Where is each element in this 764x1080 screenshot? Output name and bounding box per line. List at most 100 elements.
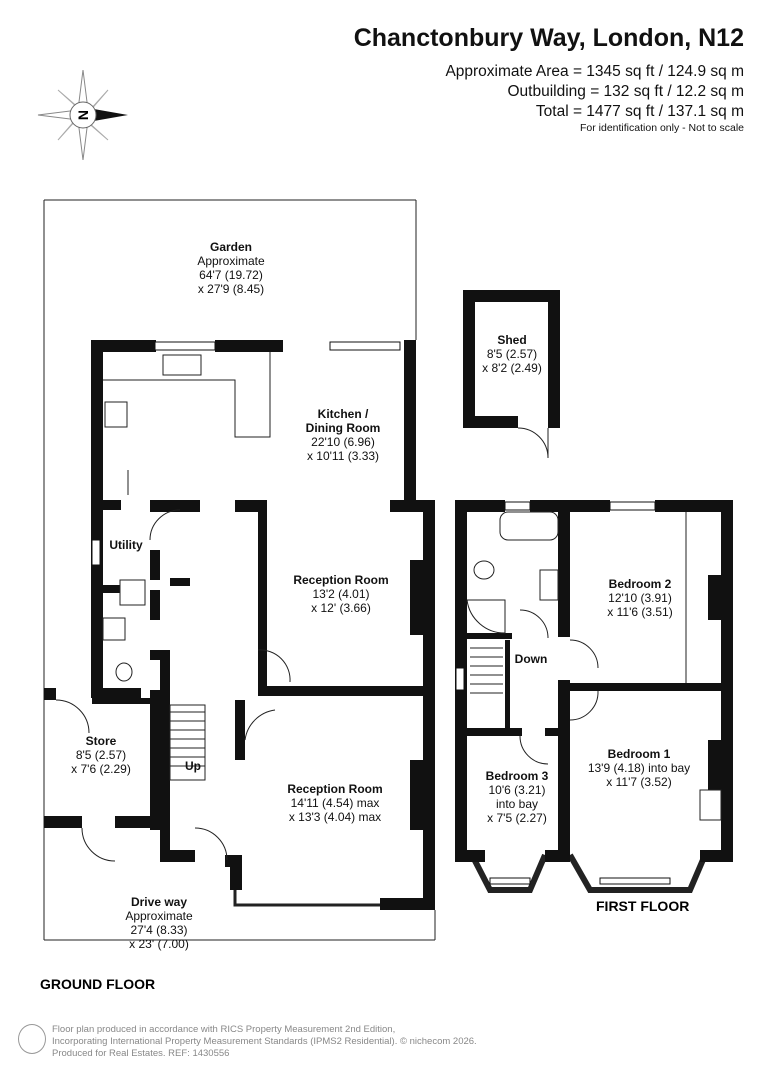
bedroom-1-label: Bedroom 1 13'9 (4.18) into bay x 11'7 (3… <box>588 747 690 789</box>
wall <box>655 500 733 512</box>
wall <box>708 740 721 805</box>
svg-text:Approximate: Approximate <box>125 909 193 923</box>
svg-text:13'2 (4.01): 13'2 (4.01) <box>313 587 370 601</box>
fixtures <box>102 352 722 821</box>
svg-text:x 23' (7.00): x 23' (7.00) <box>129 937 189 951</box>
svg-text:x 11'7 (3.52): x 11'7 (3.52) <box>606 775 671 789</box>
wall <box>410 560 423 635</box>
garden-label: Garden Approximate 64'7 (19.72) x 27'9 (… <box>197 240 265 296</box>
kitchen-counter <box>103 352 271 438</box>
wall <box>423 500 435 910</box>
windows <box>91 341 671 885</box>
footer-line-1: Floor plan produced in accordance with R… <box>52 1024 396 1035</box>
footer: Floor plan produced in accordance with R… <box>52 1024 477 1060</box>
window <box>329 341 401 351</box>
wall <box>463 290 475 428</box>
first-floor-label: FIRST FLOOR <box>596 898 689 914</box>
window <box>91 539 101 566</box>
bath <box>499 511 559 541</box>
svg-text:Dining Room: Dining Room <box>306 421 381 435</box>
bedroom-3-label: Bedroom 3 10'6 (3.21) into bay x 7'5 (2.… <box>486 769 549 825</box>
wall <box>91 688 141 698</box>
wall <box>570 683 721 691</box>
window <box>599 877 671 885</box>
area-summary: Approximate Area = 1345 sq ft / 124.9 sq… <box>445 62 744 122</box>
window <box>154 341 216 351</box>
wall <box>721 500 733 862</box>
window <box>504 501 531 511</box>
reception-room-2-label: Reception Room 14'11 (4.54) max x 13'3 (… <box>287 782 382 824</box>
svg-text:x 13'3 (4.04) max: x 13'3 (4.04) max <box>289 810 381 824</box>
wall <box>91 340 103 690</box>
stairs-down-label: Down <box>515 652 548 666</box>
svg-text:Garden: Garden <box>210 240 252 254</box>
svg-text:Approximate: Approximate <box>197 254 265 268</box>
svg-text:x 7'5 (2.27): x 7'5 (2.27) <box>487 811 547 825</box>
wall <box>467 633 512 639</box>
wall <box>404 340 416 505</box>
approximate-area: Approximate Area = 1345 sq ft / 124.9 sq… <box>445 63 744 80</box>
driveway-label: Drive way Approximate 27'4 (8.33) x 23' … <box>125 895 193 951</box>
wall <box>235 700 245 760</box>
wall <box>530 500 610 512</box>
wall <box>558 680 570 862</box>
door-swing <box>517 427 549 459</box>
person-icon <box>18 1024 46 1054</box>
staircase <box>169 704 206 781</box>
basin <box>539 569 559 601</box>
door-swing <box>257 649 291 683</box>
door-swing <box>519 735 549 765</box>
hob <box>104 401 128 428</box>
compass-north-label: N <box>75 110 91 120</box>
wall <box>455 850 485 862</box>
svg-text:8'5 (2.57): 8'5 (2.57) <box>76 748 126 762</box>
basin <box>102 617 126 641</box>
scale-note: For identification only - Not to scale <box>580 122 744 134</box>
door-swing <box>194 827 228 861</box>
wall <box>258 500 267 690</box>
wall <box>235 500 260 512</box>
bedroom-2-label: Bedroom 2 12'10 (3.91) x 11'6 (3.51) <box>607 577 672 619</box>
wall <box>91 340 156 352</box>
wall <box>215 340 283 352</box>
door-swing <box>519 609 549 639</box>
svg-text:Bedroom 2: Bedroom 2 <box>609 577 672 591</box>
wall <box>258 686 435 696</box>
svg-text:27'4 (8.33): 27'4 (8.33) <box>131 923 188 937</box>
wall <box>545 728 558 736</box>
ground-floor-label: GROUND FLOOR <box>40 976 155 992</box>
svg-text:14'11 (4.54) max: 14'11 (4.54) max <box>291 796 380 810</box>
door-swing <box>569 639 599 669</box>
svg-text:x 10'11 (3.33): x 10'11 (3.33) <box>307 449 379 463</box>
total-area: Total = 1477 sq ft / 137.1 sq m <box>535 103 744 120</box>
wall <box>150 650 168 660</box>
sink <box>162 354 202 376</box>
bay-window <box>469 853 548 893</box>
wall <box>150 590 160 620</box>
svg-text:10'6 (3.21): 10'6 (3.21) <box>489 783 546 797</box>
boundary-lines <box>43 199 708 941</box>
reception-room-1-label: Reception Room 13'2 (4.01) x 12' (3.66) <box>293 573 388 615</box>
svg-text:Reception Room: Reception Room <box>293 573 388 587</box>
door-swing <box>149 509 181 541</box>
wall <box>160 650 170 860</box>
compass-icon: N <box>37 69 128 161</box>
svg-text:Bedroom 3: Bedroom 3 <box>486 769 549 783</box>
wall <box>708 575 721 620</box>
toilet <box>473 560 495 580</box>
wall <box>91 585 136 593</box>
window <box>609 501 656 511</box>
door-swing <box>81 827 116 862</box>
footer-line-3: Produced for Real Estates. REF: 1430556 <box>52 1048 230 1059</box>
window <box>489 877 531 885</box>
svg-text:Bedroom 1: Bedroom 1 <box>608 747 671 761</box>
walls <box>44 290 733 910</box>
svg-text:x 7'6 (2.29): x 7'6 (2.29) <box>71 762 131 776</box>
bay-window <box>233 890 380 907</box>
wall <box>150 690 162 830</box>
wall <box>170 578 190 586</box>
door-swing <box>55 699 90 734</box>
wall <box>44 688 56 700</box>
wall <box>505 640 510 730</box>
